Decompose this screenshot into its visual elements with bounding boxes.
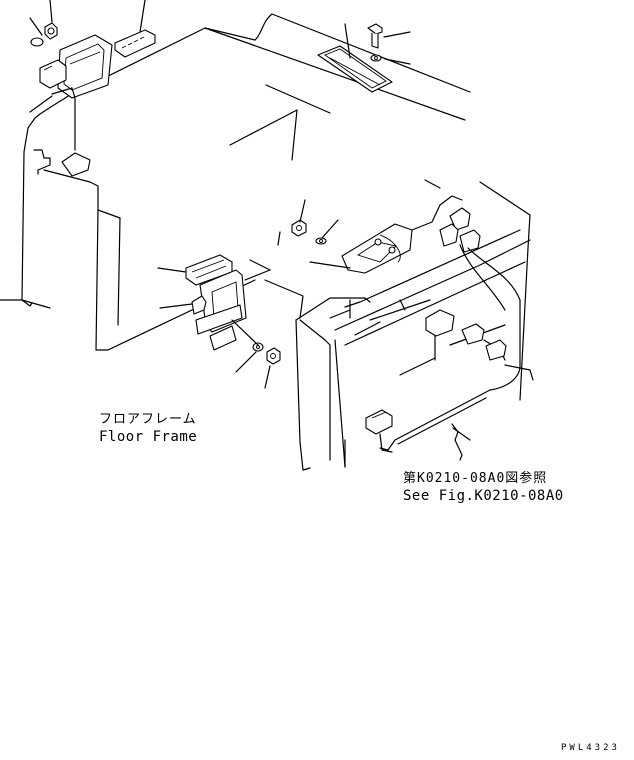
floor-frame [0, 14, 470, 350]
drawing-code: PWL4323 [561, 743, 620, 753]
top-bolt-assembly [318, 24, 410, 92]
right-cover-panel [296, 180, 530, 470]
top-left-parts [30, 0, 155, 176]
see-fig-label-en: See Fig.K0210-08A0 [403, 488, 564, 504]
floor-frame-label-jp: フロアフレーム [99, 412, 197, 427]
wiring-harness [342, 196, 533, 460]
see-fig-label-jp: 第K0210-08A0図参照 [403, 471, 548, 486]
lower-left-parts [158, 255, 280, 388]
leader-lines [453, 428, 470, 440]
floor-frame-label-en: Floor Frame [99, 429, 198, 445]
harness-hardware [278, 200, 350, 268]
